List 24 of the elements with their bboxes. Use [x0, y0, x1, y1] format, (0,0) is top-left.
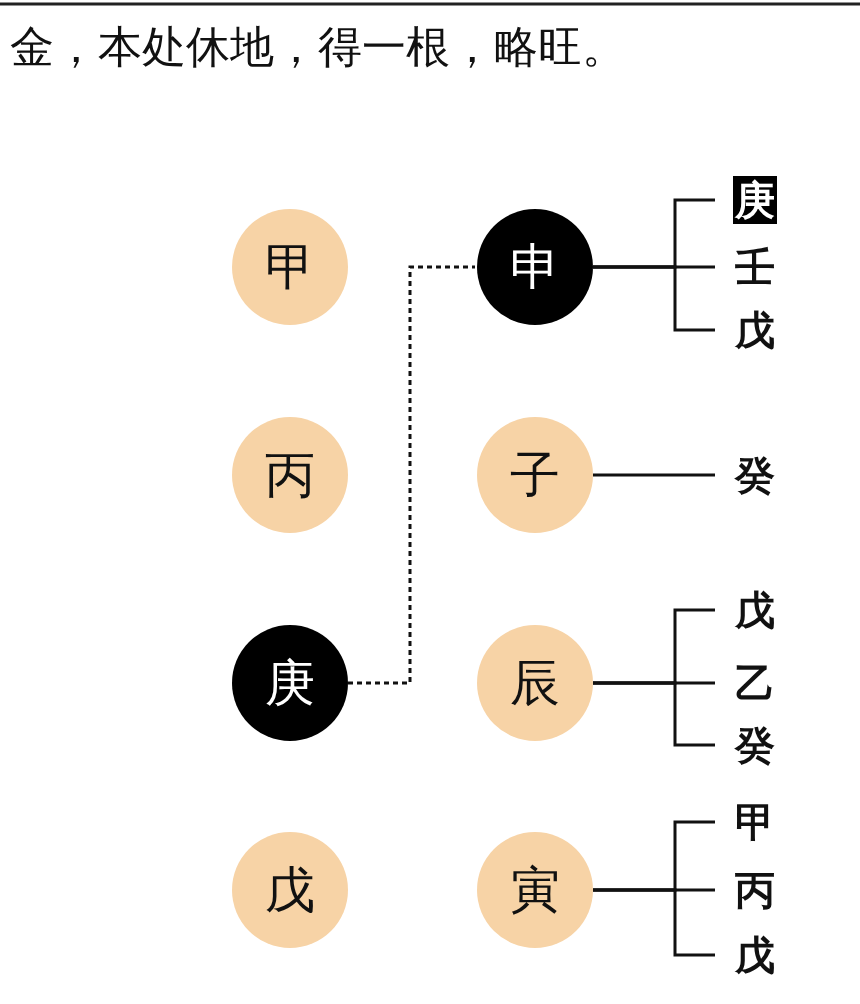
highlighted-pillar-circle: 庚: [232, 625, 348, 741]
pillar-circle: 丙: [232, 417, 348, 533]
hidden-stem-text: 壬: [733, 243, 777, 291]
hidden-stem-text: 癸: [733, 721, 777, 769]
hidden-stem-text: 癸: [733, 451, 777, 499]
hidden-stem-text: 丙: [733, 866, 777, 914]
highlighted-hidden-stem: 庚: [733, 176, 777, 224]
hidden-stem-text: 乙: [733, 659, 777, 707]
bracket-connector: [593, 265, 715, 332]
pillar-circle: 寅: [477, 832, 593, 948]
hidden-stem-text: 戊: [733, 931, 777, 979]
hidden-stem-text: 甲: [733, 798, 777, 846]
pillar-circle: 子: [477, 417, 593, 533]
pillar-circle: 甲: [232, 209, 348, 325]
pillar-circle: 戊: [232, 832, 348, 948]
bracket-connector: [593, 681, 715, 747]
highlighted-pillar-circle: 申: [477, 209, 593, 325]
pillar-circle: 辰: [477, 625, 593, 741]
hidden-stem-text: 戊: [733, 306, 777, 354]
bracket-connector: [593, 888, 715, 957]
bracket-connector: [593, 473, 715, 477]
hidden-stem-text: 戊: [733, 586, 777, 634]
dashed-connector: [348, 265, 475, 685]
caption-text: 金，本处休地，得一根，略旺。: [10, 20, 626, 74]
